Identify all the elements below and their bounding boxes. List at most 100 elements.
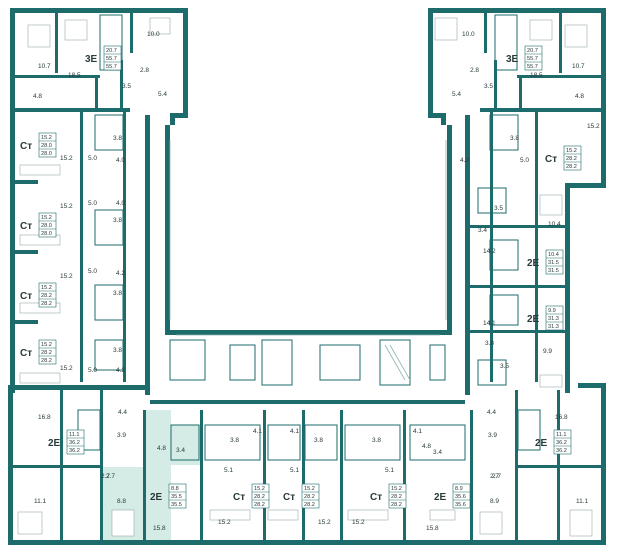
- room-area: 11.1: [34, 498, 47, 505]
- room-area: 15.2: [60, 273, 73, 280]
- room-area: 15.2: [352, 519, 365, 526]
- apartment-type: 2Е: [150, 492, 163, 503]
- room-area: 4.8: [422, 443, 431, 450]
- room-area: 15.2: [587, 123, 600, 130]
- room-area: 4.1: [253, 428, 262, 435]
- room-area: 3.5: [494, 205, 503, 212]
- room-area: 5.1: [385, 467, 394, 474]
- room-area: 10.4: [548, 221, 561, 228]
- apartment-stats-box: [38, 212, 57, 238]
- apartment-type: Ст: [370, 492, 382, 503]
- apartment-stats-box: [103, 45, 122, 71]
- apartment-stat: 31.3: [548, 324, 559, 330]
- room-area: 18.5: [68, 72, 81, 79]
- apartment-stat: 55.7: [106, 64, 117, 70]
- apartment-stats-box: [251, 483, 270, 509]
- room-area: 4.4: [487, 409, 496, 416]
- room-area: 3.9: [117, 432, 126, 439]
- apartment-stat: 15.2: [41, 285, 52, 291]
- room-area: 4.1: [413, 428, 422, 435]
- apartment-type: 3Е: [506, 54, 519, 65]
- apartment-stat: 28.0: [41, 151, 52, 157]
- apartment-stat: 10.4: [548, 252, 559, 258]
- apartment-type: 2Е: [535, 438, 548, 449]
- room-area: 2.7: [492, 473, 501, 480]
- apartment-stats-box: [38, 339, 57, 365]
- apartment-stat: 55.7: [527, 56, 538, 62]
- room-area: 2.7: [106, 473, 115, 480]
- apartment-stats-box: [38, 282, 57, 308]
- room-area: 3.8: [113, 347, 122, 354]
- room-area: 3.4: [176, 447, 185, 454]
- room-area: 15.2: [318, 519, 331, 526]
- apartment-stat: 15.2: [41, 135, 52, 141]
- apartment-stats-box: [545, 249, 564, 275]
- room-area: 2.8: [140, 67, 149, 74]
- room-area: 10.7: [572, 63, 585, 70]
- room-area: 3.9: [488, 432, 497, 439]
- apartment-stat: 31.5: [548, 268, 559, 274]
- apartment-stat: 15.2: [41, 342, 52, 348]
- room-area: 2.8: [470, 67, 479, 74]
- apartment-type: Ст: [20, 221, 32, 232]
- apartment-stats-box: [524, 45, 543, 71]
- apartment-stats-box: [545, 305, 564, 331]
- apartment-type: 3Е: [85, 54, 98, 65]
- apartment-stats-box: [66, 429, 85, 455]
- apartment-type: Ст: [20, 348, 32, 359]
- apartment-stats-box: [301, 483, 320, 509]
- apartment-type: Ст: [233, 492, 245, 503]
- apartment-stat: 8.9: [455, 486, 463, 492]
- room-area: 16.8: [555, 414, 568, 421]
- room-area: 8.9: [490, 498, 499, 505]
- room-area: 10.0: [147, 31, 160, 38]
- furniture: [17, 17, 593, 537]
- room-area: 16.8: [38, 414, 51, 421]
- apartment-label: 2Е8.935.635.6: [434, 483, 471, 509]
- apartment-stats-box: [38, 132, 57, 158]
- room-area: 14.1: [483, 320, 496, 327]
- apartment-stat: 8.8: [171, 486, 179, 492]
- room-area: 3.5: [122, 83, 131, 90]
- room-area: 3.4: [433, 449, 442, 456]
- walls: [8, 8, 606, 545]
- room-area: 8.8: [117, 498, 126, 505]
- room-area: 15.2: [60, 203, 73, 210]
- room-area: 4.0: [116, 200, 125, 207]
- apartment-type: 2Е: [48, 438, 61, 449]
- room-area: 3.8: [314, 437, 323, 444]
- room-area: 15.2: [60, 365, 73, 372]
- apartment-type: 2Е: [434, 492, 447, 503]
- room-area: 3.8: [113, 217, 122, 224]
- apartment-stat: 28.2: [41, 358, 52, 364]
- apartment-stat: 28.2: [254, 502, 265, 508]
- apartment-stat: 28.2: [304, 502, 315, 508]
- apartment-stat: 28.2: [41, 301, 52, 307]
- apartment-labels: 3Е20.755.755.73Е20.755.755.7Ст15.228.028…: [20, 45, 582, 509]
- room-area: 15.8: [426, 525, 439, 532]
- apartment-stat: 28.0: [41, 143, 52, 149]
- courtyard-windows: [169, 140, 447, 336]
- apartment-stats-box: [452, 483, 471, 509]
- room-area: 4.2: [116, 270, 125, 277]
- apartment-stat: 36.2: [69, 448, 80, 454]
- apartment-stat: 11.1: [69, 432, 79, 438]
- apartment-stat: 35.5: [171, 502, 182, 508]
- apartment-stats-box: [553, 429, 572, 455]
- room-area: 5.0: [88, 155, 97, 162]
- apartment-stat: 28.2: [254, 494, 265, 500]
- room-area: 3.8: [113, 290, 122, 297]
- room-area: 5.0: [520, 157, 529, 164]
- apartment-stat: 28.2: [391, 502, 402, 508]
- room-area: 3.8: [510, 135, 519, 142]
- apartment-stat: 15.2: [566, 148, 577, 154]
